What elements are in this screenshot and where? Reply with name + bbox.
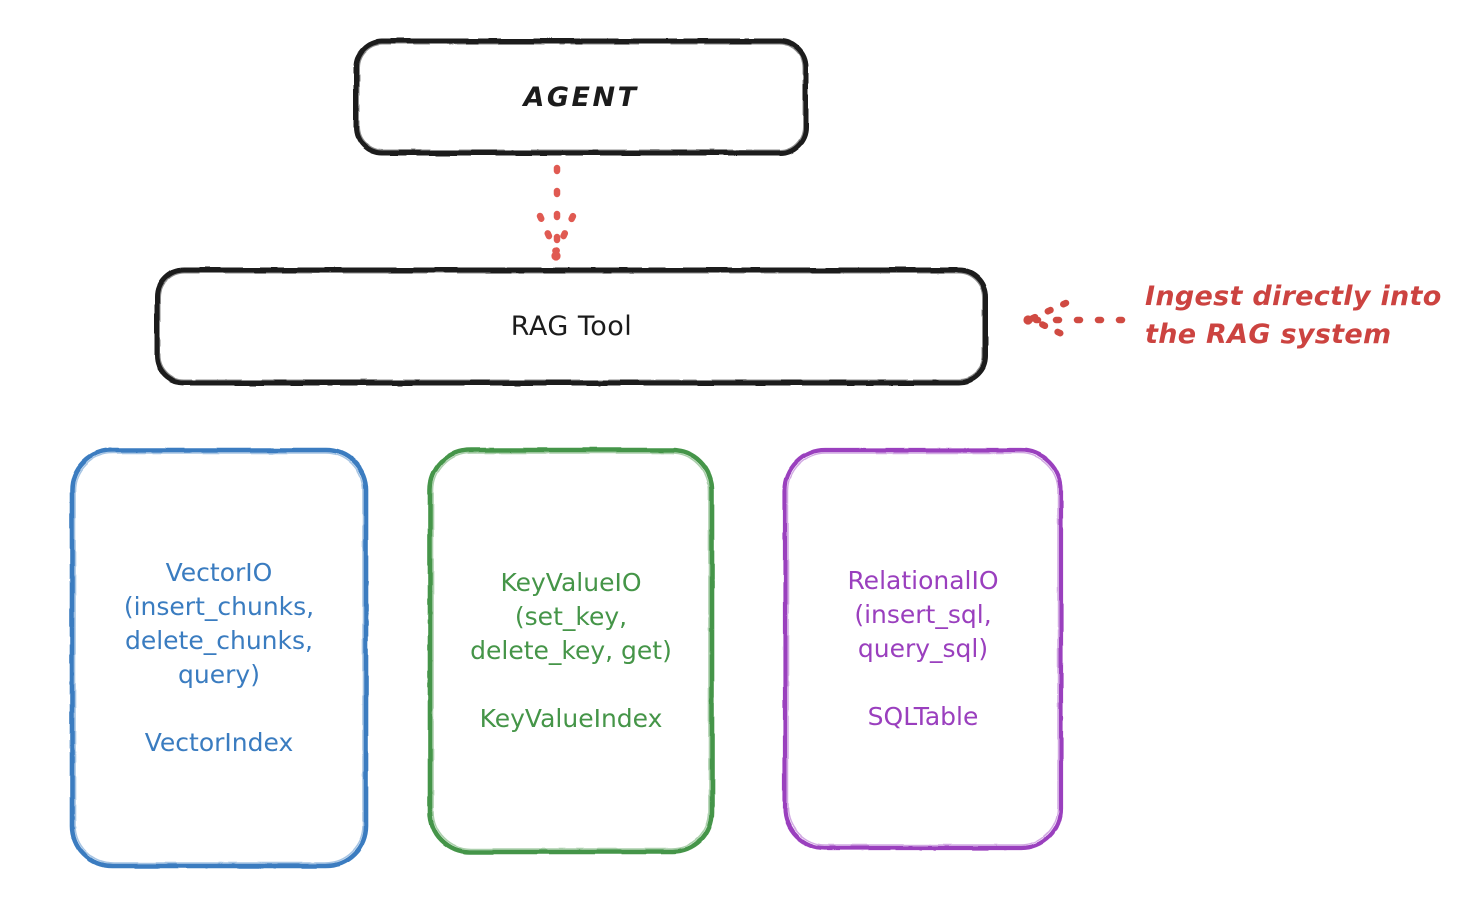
relational-io-index-label: SQLTable [867, 702, 979, 731]
relational-io-node[interactable]: RelationalIO (insert_sql, query_sql) SQL… [785, 450, 1061, 848]
key-value-io-box-outline[interactable] [427, 447, 715, 855]
vector-io-node[interactable]: VectorIO (insert_chunks, delete_chunks, … [72, 450, 366, 866]
rag-tool-node[interactable]: RAG Tool [157, 270, 986, 383]
vector-io-box-outline[interactable] [69, 447, 369, 869]
key-value-io-node[interactable]: KeyValueIO (set_key, delete_key, get) Ke… [430, 450, 712, 852]
ingest-annotation-text: Ingest directly into the RAG system [1145, 281, 1442, 350]
agent-to-rag-tool-arrow [536, 164, 577, 261]
key-value-io-api-label: KeyValueIO (set_key, delete_key, get) [470, 568, 672, 665]
agent-box-outline[interactable] [353, 38, 809, 156]
key-value-io-index-label: KeyValueIndex [479, 704, 663, 733]
vector-io-api-label: VectorIO (insert_chunks, delete_chunks, … [123, 558, 315, 689]
vector-io-index-label: VectorIndex [144, 728, 294, 757]
ingest-to-rag-tool-arrow [1023, 299, 1126, 340]
relational-io-api-label: RelationalIO (insert_sql, query_sql) [847, 566, 999, 663]
agent-node[interactable]: AGENT [356, 41, 806, 153]
agent-label: AGENT [523, 81, 639, 113]
relational-io-box-outline[interactable] [782, 447, 1064, 851]
rag-tool-label: RAG Tool [510, 311, 633, 342]
rag-tool-box-outline[interactable] [154, 267, 989, 386]
